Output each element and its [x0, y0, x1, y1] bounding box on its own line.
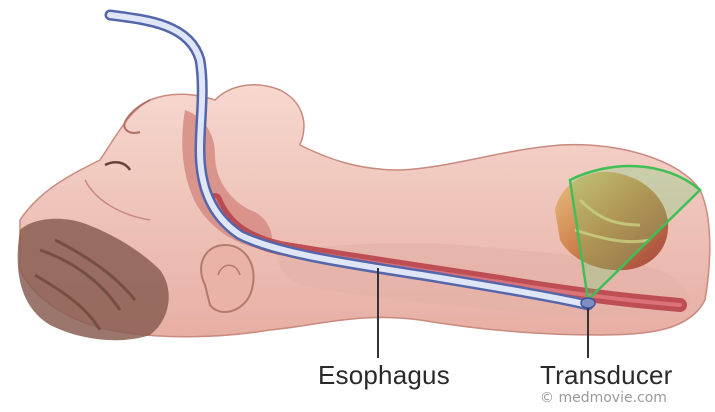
esophagus-label: Esophagus	[318, 360, 450, 391]
ear	[201, 245, 253, 312]
transducer-tip	[581, 298, 595, 308]
watermark: © medmovie.com	[540, 390, 667, 406]
transducer-label: Transducer	[540, 360, 673, 391]
